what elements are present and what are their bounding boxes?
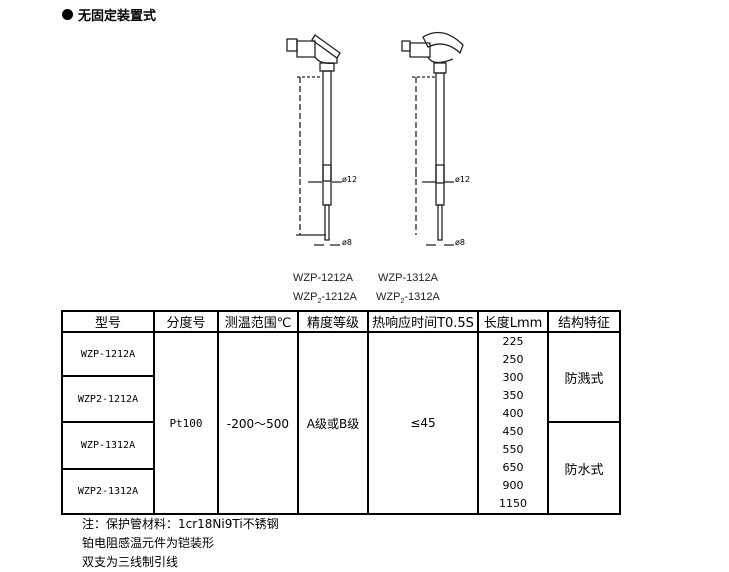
length-value: 900 bbox=[502, 479, 524, 492]
length-value: 400 bbox=[502, 407, 524, 420]
model-label: WZP-1312A bbox=[378, 272, 438, 284]
table-header-row: 型号 分度号 测温范围℃ 精度等级 热响应时间T0.5S 长度Lmm 结构特征 bbox=[61, 310, 621, 333]
header-cell: 精度等级 bbox=[297, 310, 369, 333]
dim-outer-label: ø12 bbox=[455, 175, 470, 184]
thermometer-diagram-1212a: ø12 ø8 bbox=[286, 34, 357, 247]
length-cell: 225 250 300 350 400 450 550 650 900 1150 bbox=[477, 331, 549, 515]
model-cell: WZP-1212A bbox=[61, 331, 155, 377]
length-value: 250 bbox=[502, 353, 524, 366]
table-row: WZP-1312A 防水式 bbox=[61, 421, 621, 515]
bullet-icon bbox=[62, 9, 73, 20]
length-value: 450 bbox=[502, 425, 524, 438]
note-line: 注：保护管材料：1cr18Ni9Ti不锈钢 bbox=[82, 517, 279, 531]
model-cell: WZP2-1312A bbox=[61, 468, 155, 515]
header-cell: 结构特征 bbox=[547, 310, 621, 333]
table-row: WZP2-1212A bbox=[61, 375, 620, 423]
header-cell: 长度Lmm bbox=[477, 310, 549, 333]
model-label: WZP2-1212A bbox=[293, 291, 357, 306]
header-cell: 型号 bbox=[61, 310, 155, 333]
model-cell: WZP-1312A bbox=[61, 421, 155, 470]
graduation-cell: Pt100 bbox=[153, 331, 219, 515]
thermometer-diagram-1312a: ø12 ø8 bbox=[401, 31, 470, 247]
header-cell: 分度号 bbox=[153, 310, 219, 333]
note-line: 铂电阻感温元件为铠装形 bbox=[82, 536, 215, 550]
length-value: 550 bbox=[502, 443, 524, 456]
dim-inner-label: ø8 bbox=[342, 238, 352, 247]
length-value: 650 bbox=[502, 461, 524, 474]
table-row: WZP-1212A Pt100 -200～500 A级或B级 ≤45 225 2… bbox=[61, 331, 621, 515]
section-title-text: 无固定装置式 bbox=[78, 9, 157, 24]
model-cell: WZP2-1212A bbox=[61, 375, 155, 423]
section-title: 无固定装置式 bbox=[62, 5, 156, 24]
structure-cell: 防溅式 bbox=[547, 331, 621, 423]
structure-cell: 防水式 bbox=[547, 421, 621, 515]
table-row: WZP2-1312A bbox=[61, 468, 620, 515]
spec-table: 型号 分度号 测温范围℃ 精度等级 热响应时间T0.5S 长度Lmm 结构特征 … bbox=[61, 310, 621, 515]
response-cell: ≤45 bbox=[367, 331, 479, 515]
model-label: WZP-1212A bbox=[293, 272, 353, 284]
accuracy-cell: A级或B级 bbox=[297, 331, 369, 515]
length-value: 300 bbox=[502, 371, 524, 384]
header-cell: 测温范围℃ bbox=[217, 310, 299, 333]
length-value: 350 bbox=[502, 389, 524, 402]
header-cell: 热响应时间T0.5S bbox=[367, 310, 479, 333]
dim-outer-label: ø12 bbox=[342, 175, 357, 184]
length-value: 1150 bbox=[499, 497, 527, 510]
range-cell: -200～500 bbox=[217, 331, 299, 515]
dim-inner-label: ø8 bbox=[455, 238, 465, 247]
note-line: 双支为三线制引线 bbox=[82, 555, 179, 569]
length-value: 225 bbox=[502, 335, 524, 348]
model-label: WZP2-1312A bbox=[376, 291, 440, 306]
notes: 注：保护管材料：1cr18Ni9Ti不锈钢 铂电阻感温元件为铠装形 双支为三线制… bbox=[82, 515, 279, 572]
